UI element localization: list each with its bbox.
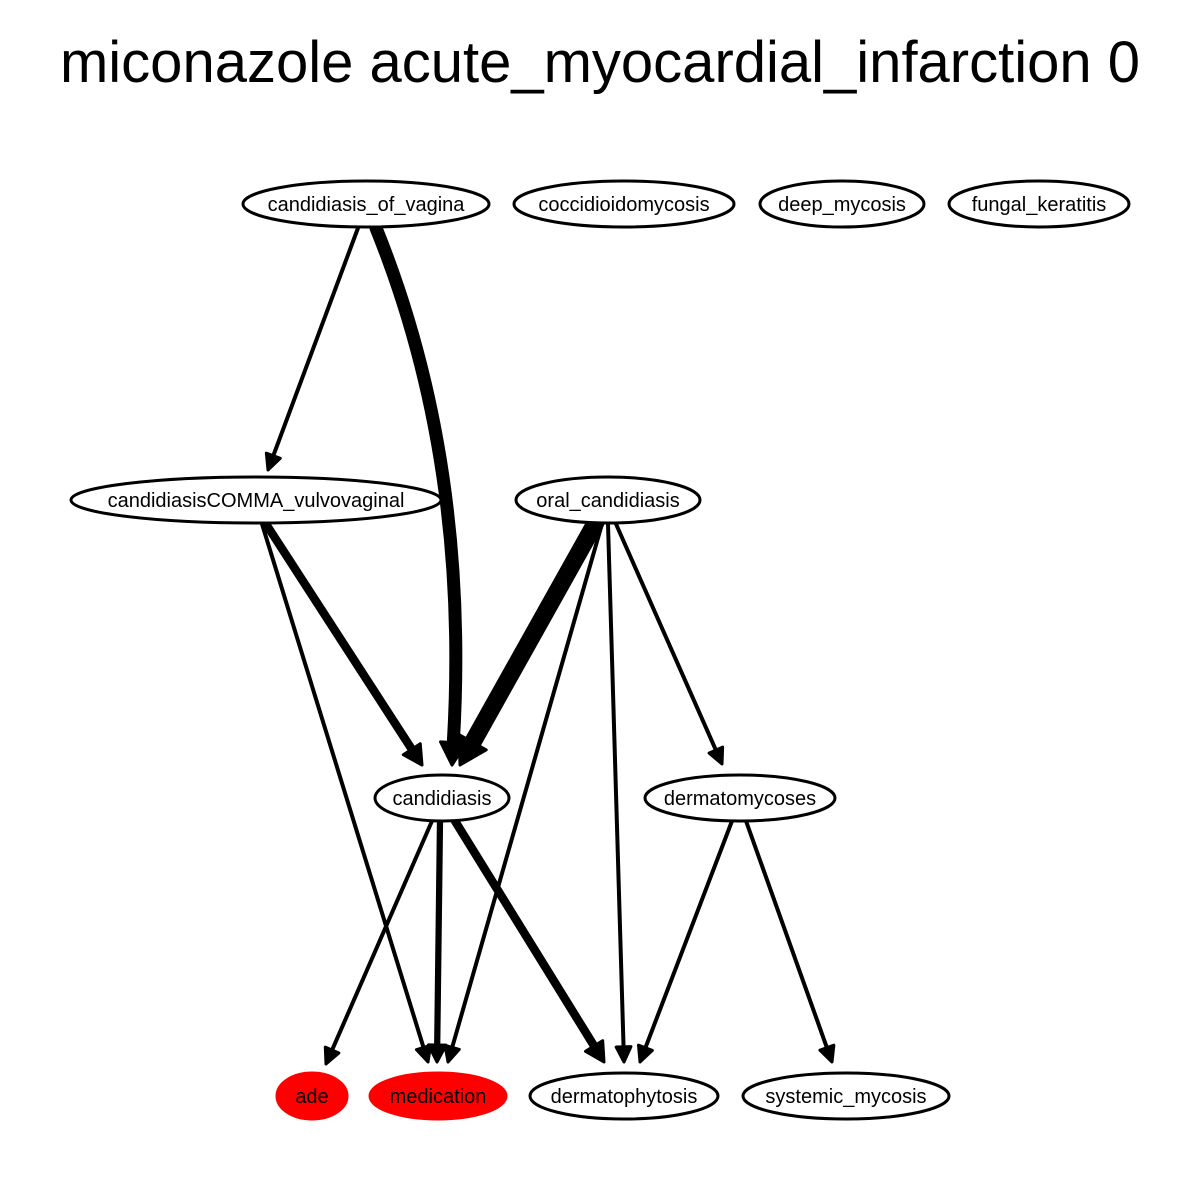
node-label: fungal_keratitis [972,194,1107,216]
arrowhead-candidiasis-to-medication [426,1043,448,1064]
arrowhead-dermatomycoses-to-dermatophytosis [637,1043,654,1064]
node-candidiasisCOMMA_vulvovaginal: candidiasisCOMMA_vulvovaginal [69,475,443,525]
arrowhead-candidiasisCOMMA_vulvovaginal-to-candidiasis [401,742,424,767]
arrowhead-oral_candidiasis-to-dermatophytosis [614,1045,633,1064]
edge-dermatomycoses-to-systemic_mycosis [744,819,829,1050]
arrowhead-oral_candidiasis-to-medication [443,1043,461,1064]
arrowhead-candidiasis_of_vagina-to-candidiasisCOMMA_vulvovaginal [264,451,282,472]
edge-candidiasisCOMMA_vulvovaginal-to-medication [260,522,426,1050]
node-coccidioidomycosis: coccidioidomycosis [512,179,736,229]
arrowhead-oral_candidiasis-to-dermatomycoses [707,745,725,766]
node-oral_candidiasis: oral_candidiasis [514,475,702,525]
edge-oral_candidiasis-to-dermatophytosis [606,522,626,1049]
node-label: dermatophytosis [551,1086,698,1108]
node-candidiasis: candidiasis [373,773,511,823]
edge-oral_candidiasis-to-candidiasis [463,513,605,752]
node-layer: candidiasis_of_vagina coccidioidomycosis d… [69,179,1131,1121]
edge-candidiasisCOMMA_vulvovaginal-to-candidiasis [261,519,417,754]
node-shape [69,475,443,525]
edge-oral_candidiasis-to-dermatomycoses [614,522,718,753]
node-label: medication [390,1086,487,1108]
node-ade: ade [275,1071,349,1121]
node-label: coccidioidomycosis [538,194,709,216]
node-shape [512,179,736,229]
node-systemic_mycosis: systemic_mycosis [741,1071,951,1121]
node-shape [275,1071,349,1121]
node-label: candidiasis_of_vagina [268,194,466,216]
edge-candidiasis-to-dermatophytosis [450,816,599,1051]
edge-layer [260,221,836,1066]
node-candidiasis_of_vagina: candidiasis_of_vagina [241,179,491,229]
node-dermatomycoses: dermatomycoses [643,773,837,823]
node-label: dermatomycoses [664,788,816,810]
edge-candidiasis-to-medication [434,817,444,1049]
arrowhead-candidiasis-to-ade [323,1045,341,1066]
node-shape [241,179,491,229]
node-label: candidiasis [393,788,492,810]
node-deep_mycosis: deep_mycosis [758,179,926,229]
edge-dermatomycoses-to-dermatophytosis [643,819,734,1050]
arrowhead-oral_candidiasis-to-candidiasis [457,733,488,767]
node-label: ade [295,1086,328,1108]
node-fungal_keratitis: fungal_keratitis [947,179,1131,229]
edge-candidiasis_of_vagina-to-candidiasisCOMMA_vulvovaginal [271,226,360,458]
node-shape [368,1071,508,1121]
node-shape [514,475,702,525]
graph-title: miconazole acute_myocardial_infarction 0 [60,30,1140,95]
edge-candidiasis_of_vagina-to-candidiasis [369,221,463,750]
node-shape [947,179,1131,229]
arrowhead-candidiasisCOMMA_vulvovaginal-to-medication [414,1043,433,1064]
arrowhead-dermatomycoses-to-systemic_mycosis [818,1043,836,1064]
node-shape [643,773,837,823]
node-shape [528,1071,720,1121]
node-label: oral_candidiasis [536,490,679,512]
node-shape [758,179,926,229]
node-shape [741,1071,951,1121]
node-medication: medication [368,1071,508,1121]
edge-oral_candidiasis-to-medication [450,522,604,1050]
arrowhead-candidiasis-to-dermatophytosis [584,1039,606,1064]
node-label: deep_mycosis [778,194,906,216]
node-shape [373,773,511,823]
node-dermatophytosis: dermatophytosis [528,1071,720,1121]
node-label: systemic_mycosis [765,1086,926,1108]
edge-candidiasis-to-ade [330,819,434,1053]
node-label: candidiasisCOMMA_vulvovaginal [108,490,405,512]
